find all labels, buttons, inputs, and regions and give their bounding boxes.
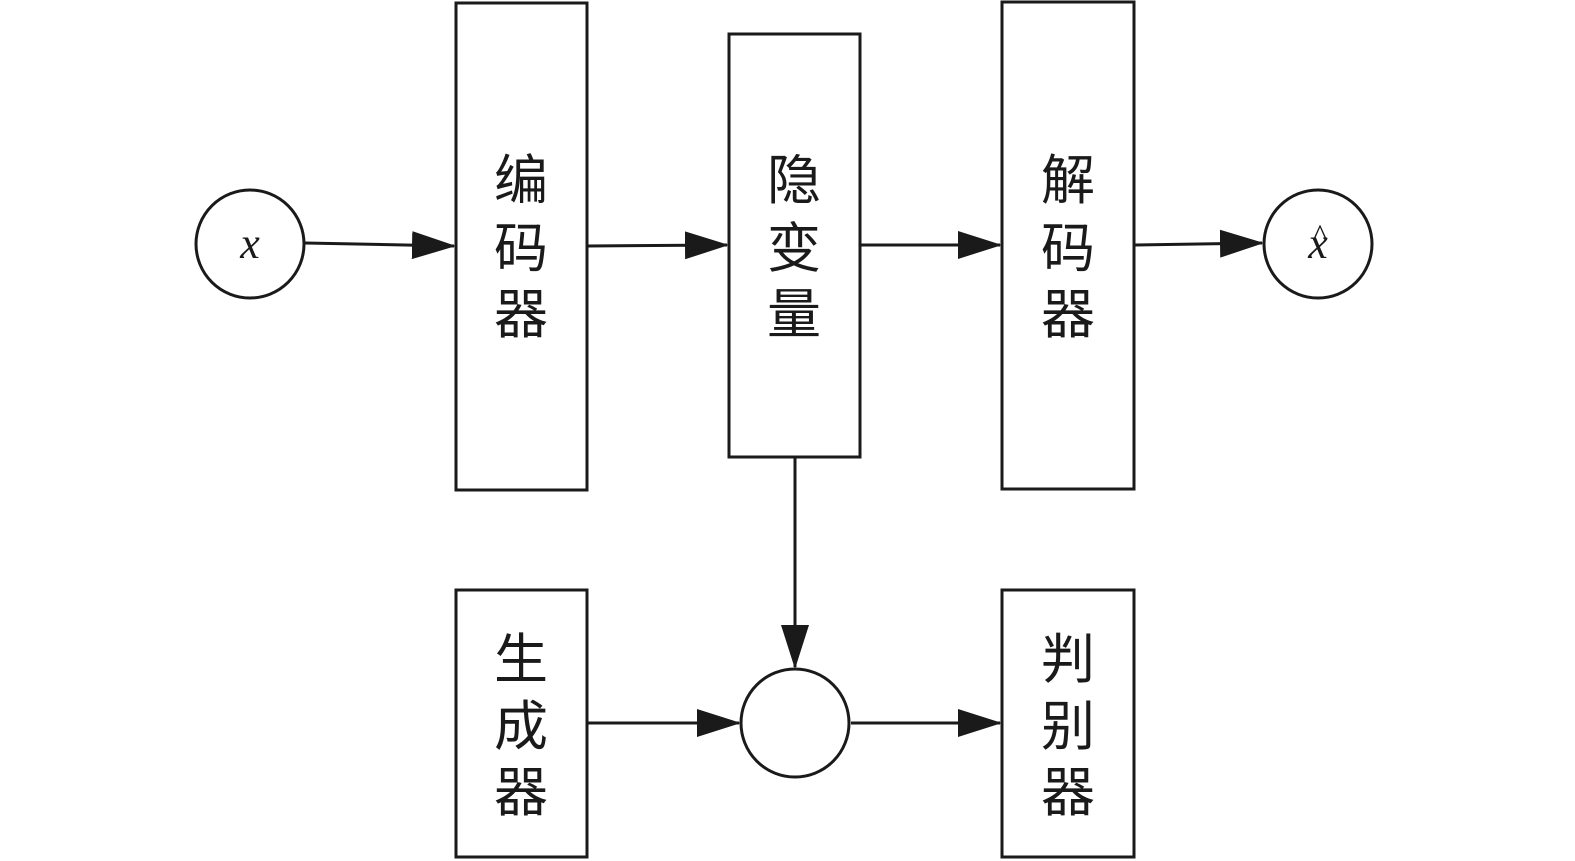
arrow-decoder-to-output [1134, 229, 1264, 258]
latent-char-3: 量 [767, 283, 821, 346]
arrow-input-to-encoder [304, 231, 456, 260]
arrow-encoder-to-latent [587, 231, 729, 260]
encoder-char-2: 码 [494, 217, 548, 280]
discriminator-char-1: 判 [1041, 628, 1095, 691]
combiner-node [739, 667, 851, 779]
input-label: x [239, 219, 260, 268]
encoder-char-1: 编 [494, 149, 548, 212]
output-node: x ^ [1262, 188, 1374, 300]
decoder-char-3: 器 [1041, 283, 1095, 346]
output-label: x [1307, 219, 1328, 268]
input-node: x [194, 188, 306, 300]
latent-char-1: 隐 [767, 149, 821, 212]
decoder-char-2: 码 [1041, 217, 1095, 280]
decoder-box: 解 码 器 [1000, 0, 1136, 491]
output-hat-mark: ^ [1312, 217, 1327, 253]
latent-box: 隐 变 量 [727, 32, 862, 459]
discriminator-char-3: 器 [1041, 761, 1095, 824]
generator-box: 生 成 器 [454, 588, 589, 859]
encoder-char-3: 器 [494, 283, 548, 346]
decoder-char-1: 解 [1041, 149, 1095, 212]
encoder-box: 编 码 器 [454, 1, 589, 492]
generator-char-3: 器 [494, 761, 548, 824]
generator-char-2: 成 [494, 695, 548, 758]
discriminator-char-2: 别 [1041, 695, 1095, 758]
latent-char-2: 变 [767, 217, 821, 280]
generator-char-1: 生 [494, 628, 548, 691]
discriminator-box: 判 别 器 [1000, 588, 1136, 859]
